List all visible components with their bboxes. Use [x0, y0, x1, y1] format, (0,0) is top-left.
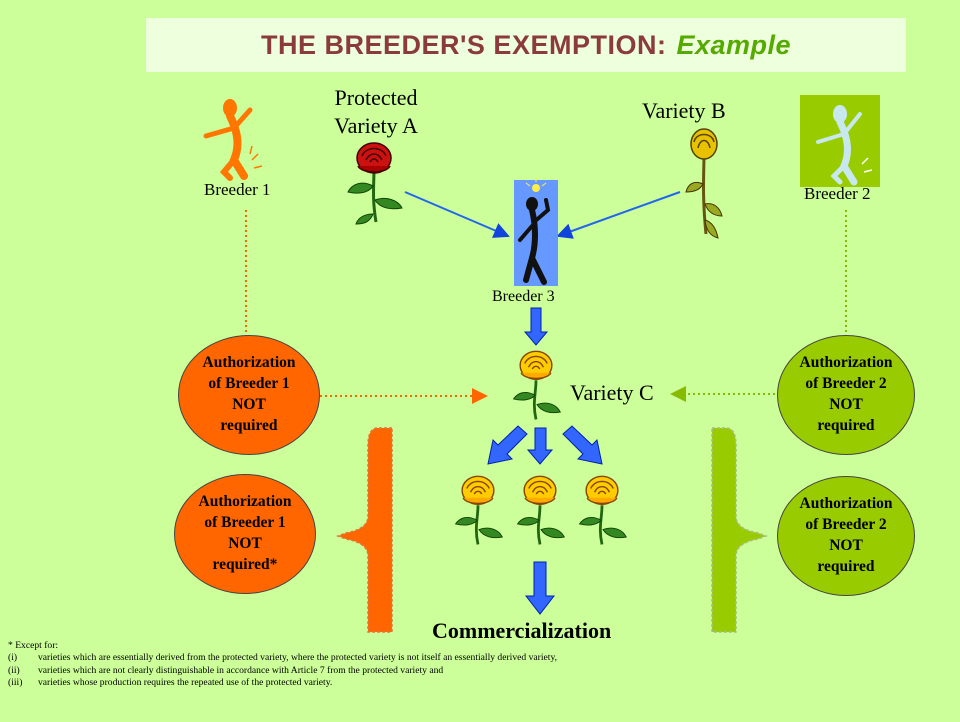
protected-variety-a-label: Protected Variety A — [316, 84, 436, 139]
footnote-item-text: varieties which are essentially derived … — [38, 652, 558, 664]
breeder2-authorization-text-bottom: Authorization of Breeder 2 NOT required — [799, 495, 893, 575]
arrow-c-to-middle-rose — [526, 427, 554, 465]
breeder1-authorization-circle-bottom: Authorization of Breeder 1 NOT required* — [174, 474, 316, 594]
breeder1-label: Breeder 1 — [204, 180, 271, 199]
slide-title: THE BREEDER'S EXEMPTION: Example — [146, 18, 906, 72]
breeder2-authorization-text-top: Authorization of Breeder 2 NOT required — [799, 354, 893, 434]
footnote-item: (iii) varieties whose production require… — [8, 677, 948, 689]
arrow-c-to-right-rose — [562, 425, 603, 465]
dancing-figure-green-icon — [800, 95, 880, 187]
red-rose-icon — [347, 142, 403, 225]
block-arrows — [487, 307, 603, 615]
variety-c-label: Variety C — [570, 380, 654, 405]
protected-variety-a-line1: Protected — [334, 85, 418, 110]
breeder1-bracket — [335, 427, 393, 633]
commercialization-label: Commercialization — [432, 618, 612, 643]
footnote-item-text: varieties whose production requires the … — [38, 677, 333, 689]
footnote-item-number: (ii) — [8, 664, 20, 676]
breeder2-label: Breeder 2 — [804, 184, 871, 203]
title-main: THE BREEDER'S EXEMPTION: — [260, 29, 667, 60]
breeder2-authorization-circle-bottom: Authorization of Breeder 2 NOT required — [777, 476, 915, 596]
footnote-item-number: (iii) — [8, 677, 23, 689]
footnote-item: (i) varieties which are essentially deri… — [8, 652, 948, 664]
breeder1-authorization-text-bottom: Authorization of Breeder 1 NOT required* — [198, 493, 292, 573]
protected-variety-a-line2: Variety A — [334, 112, 418, 138]
offspring-rose-middle-icon — [516, 474, 566, 546]
footnote-header: * Except for: — [8, 640, 59, 651]
footnote-item-text: varieties which are not clearly distingu… — [38, 664, 444, 676]
yellow-rose-icon — [685, 128, 723, 239]
breeder3-label: Breeder 3 — [492, 288, 555, 305]
breeder2-authorization-circle-top: Authorization of Breeder 2 NOT required — [777, 335, 915, 455]
dancing-figure-orange-icon — [203, 99, 263, 181]
variety-b-label: Variety B — [642, 98, 726, 123]
arrow-variety-b-to-breeder3 — [556, 191, 681, 239]
title-emphasis: Example — [676, 29, 792, 60]
arrow-breeder3-to-variety-c — [523, 307, 549, 346]
breeder1-authorization-circle-top: Authorization of Breeder 1 NOT required — [178, 335, 320, 455]
thinking-figure-icon — [514, 178, 558, 286]
footnote-item-number: (i) — [8, 652, 18, 664]
breeder1-authorization-text-top: Authorization of Breeder 1 NOT required — [202, 354, 296, 434]
offspring-rose-left-icon — [454, 474, 504, 546]
breeder2-bracket — [711, 427, 769, 633]
variety-c-rose-icon — [512, 349, 562, 421]
offspring-rose-right-icon — [578, 474, 628, 546]
arrow-c-to-left-rose — [487, 425, 528, 465]
footnote: * Except for: (i) varieties which are es… — [8, 640, 948, 690]
arrow-variety-a-to-breeder3 — [404, 191, 510, 238]
footnote-item: (ii) varieties which are not clearly dis… — [8, 665, 948, 677]
arrow-to-commercialization — [524, 561, 556, 615]
